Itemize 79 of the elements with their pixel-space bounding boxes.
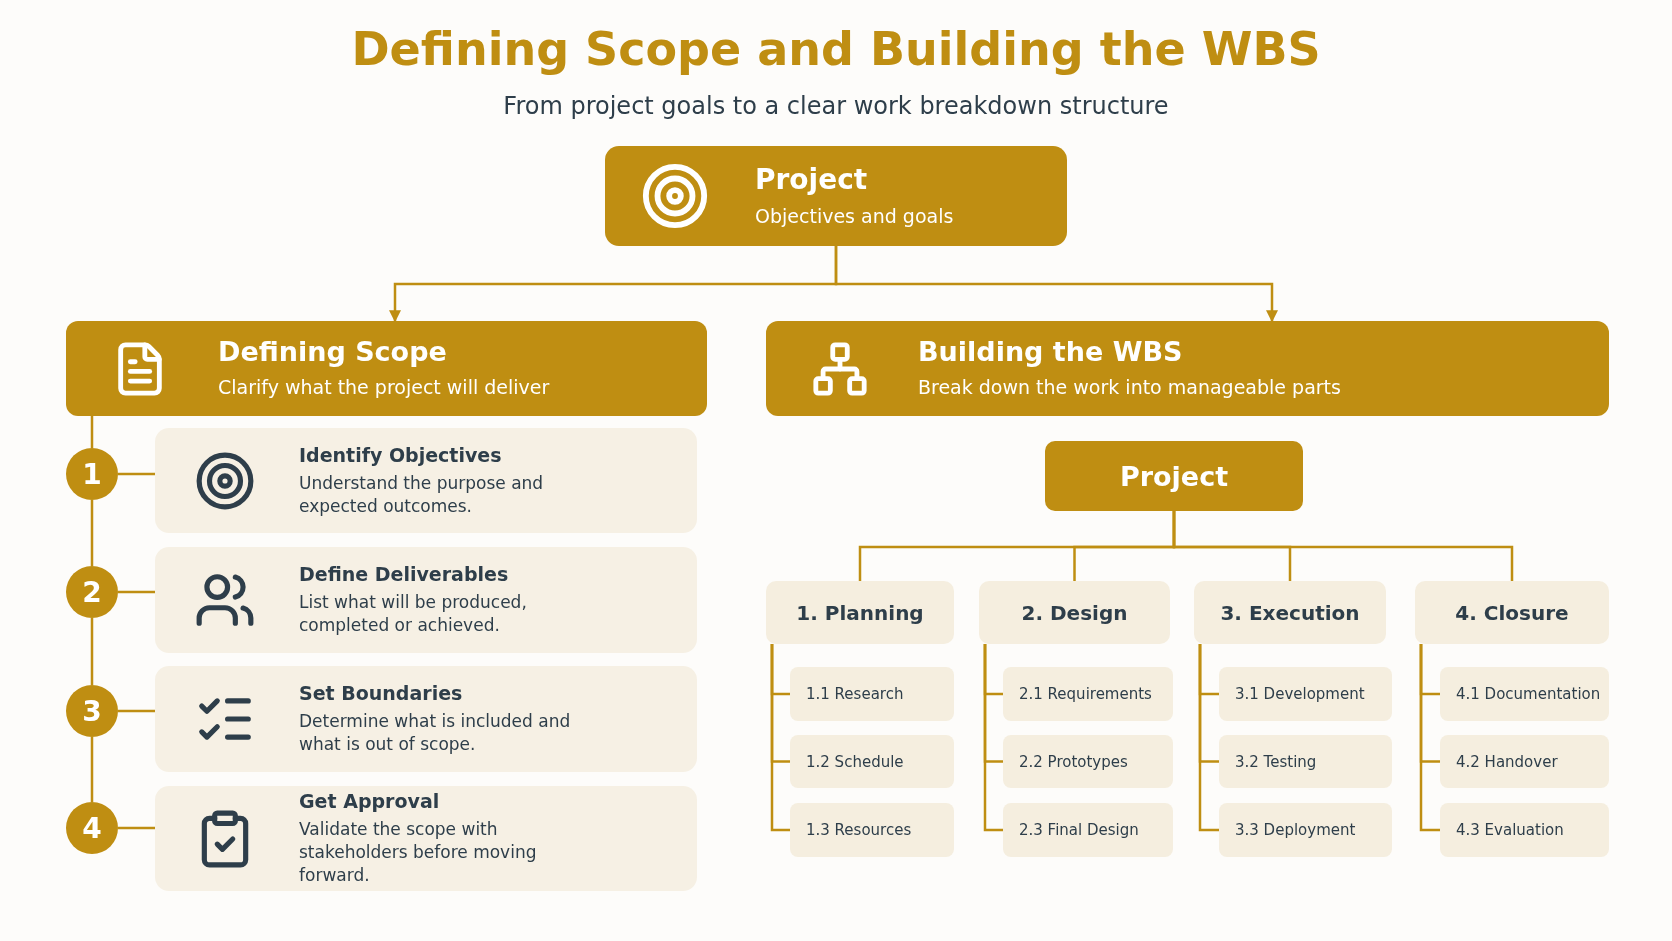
wbs-phase-box: [1415, 581, 1609, 644]
wbs-task-box: [1440, 667, 1609, 721]
wbs-task-box: [1003, 735, 1173, 788]
wbs-task-box: [1440, 803, 1609, 857]
connector-line: [90, 618, 94, 685]
wbs-phase-box: [766, 581, 954, 644]
label-text: 1.2 Schedule: [806, 752, 904, 771]
step-number: 3: [82, 694, 102, 728]
description: Clarify what the project will deliver: [218, 375, 550, 401]
label-text: 2.1 Requirements: [1019, 685, 1152, 703]
wbs-task-box: [1440, 735, 1609, 788]
wbs-task-box: [790, 667, 954, 721]
description: Break down the work into manageable parts: [918, 375, 1341, 401]
label-text: 2.2 Prototypes: [1019, 752, 1128, 771]
connector-line: [90, 500, 94, 566]
label-text: Project: [1119, 460, 1229, 492]
wbs-task-box: [1219, 667, 1392, 721]
label-text: 3. Execution: [1220, 600, 1360, 625]
connector-line: [118, 709, 155, 713]
description: Objectives and goals: [755, 203, 954, 229]
label-text: 1. Planning: [796, 600, 924, 625]
description: Determine what is included and what is out of scope.: [299, 710, 572, 756]
title: Defining Scope and Building the WBS: [350, 22, 1322, 76]
description: Understand the purpose and expected outcomes.: [299, 471, 545, 518]
section-header: [766, 321, 1609, 416]
label-text: 1.1 Research: [806, 685, 904, 703]
heading: Define Deliverables: [299, 563, 510, 586]
step-number: 4: [82, 811, 102, 845]
label-text: 3.1 Development: [1235, 685, 1365, 703]
step-number-circle: [66, 685, 118, 737]
step-card: [155, 547, 697, 653]
subtitle: From project goals to a clear work breakdown structure: [502, 92, 1170, 120]
wbs-phase-box: [1194, 581, 1386, 644]
step-number-circle: [66, 448, 118, 500]
connector-line: [983, 644, 1003, 832]
connector-line: [1419, 644, 1440, 832]
wbs-task-box: [1219, 803, 1392, 857]
wbs-phase-box: [979, 581, 1170, 644]
heading: Building the WBS: [918, 336, 1184, 368]
step-number-circle: [66, 802, 118, 854]
description: List what will be produced, completed or achieved.: [299, 591, 528, 637]
heading: Get Approval: [299, 790, 441, 813]
step-number-circle: [66, 566, 118, 618]
project-box: [605, 146, 1067, 246]
label-text: 4.3 Evaluation: [1456, 821, 1564, 839]
heading: Set Boundaries: [299, 682, 464, 705]
wbs-task-box: [1003, 667, 1173, 721]
connector-line: [1172, 511, 1514, 581]
label-text: 4.2 Handover: [1456, 752, 1558, 771]
step-number: 2: [82, 575, 102, 609]
connector-line: [770, 644, 790, 832]
description: Validate the scope with stakeholders before moving forward.: [299, 818, 538, 887]
label-text: 3.2 Testing: [1235, 752, 1317, 771]
connector-line: [118, 472, 155, 476]
label-text: 1.3 Resources: [806, 821, 912, 839]
label-text: 4. Closure: [1455, 600, 1569, 625]
connector-line: [90, 737, 94, 802]
section-header: [66, 321, 707, 416]
heading: Identify Objectives: [299, 443, 503, 466]
connector-line: [90, 416, 94, 448]
step-number: 1: [82, 457, 102, 491]
heading: Defining Scope: [218, 336, 448, 368]
wbs-task-box: [1003, 803, 1173, 857]
label-text: 2. Design: [1021, 600, 1128, 625]
step-card: [155, 428, 697, 533]
label-text: 4.1 Documentation: [1456, 685, 1601, 703]
label-text: 3.3 Deployment: [1235, 821, 1356, 839]
heading: Project: [755, 162, 869, 196]
wbs-task-box: [790, 735, 954, 788]
step-card: [155, 666, 697, 772]
step-card: [155, 786, 697, 891]
connector-line: [118, 590, 155, 594]
connector-line: [118, 826, 155, 830]
label-text: 2.3 Final Design: [1019, 821, 1139, 839]
wbs-task-box: [790, 803, 954, 857]
wbs-task-box: [1219, 735, 1392, 788]
arrow: [834, 246, 1278, 323]
connector-line: [1198, 644, 1219, 832]
wbs-root-box: [1045, 441, 1303, 511]
